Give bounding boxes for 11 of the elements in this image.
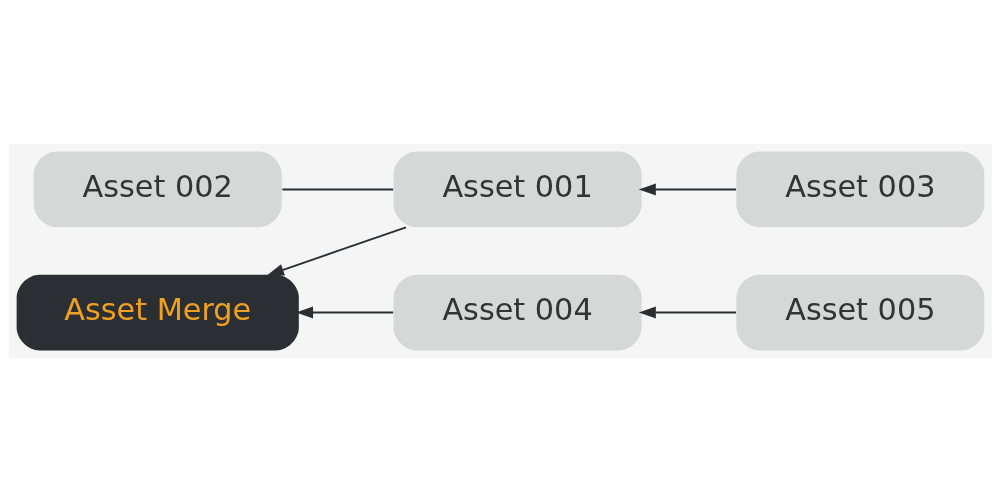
arrow <box>638 182 737 195</box>
arrow <box>638 306 737 319</box>
node-box: Asset 001 <box>393 151 642 227</box>
node-box: Asset 003 <box>736 151 985 227</box>
node-box: Asset 004 <box>393 274 642 350</box>
connector <box>281 188 395 190</box>
node-box: Asset Merge <box>16 274 299 350</box>
arrow <box>296 306 395 319</box>
arrow <box>266 225 407 276</box>
node-box: Asset 005 <box>736 274 985 350</box>
node-box: Asset 002 <box>33 151 282 227</box>
